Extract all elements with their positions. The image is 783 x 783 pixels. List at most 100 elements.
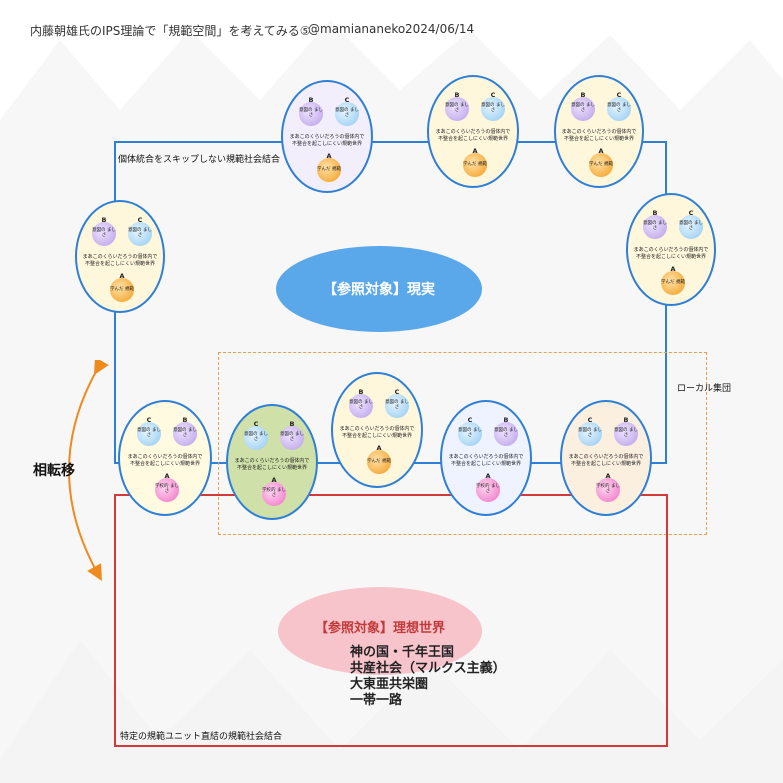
cluster-caption: 不整合を起こしにくい規範世界 <box>636 254 706 260</box>
node-key: A <box>605 472 611 480</box>
node-text: 学校的 ましさ <box>476 484 500 494</box>
page-title: 内藤朝雄氏のIPS理論で「規範空間」を考えてみる⑤ <box>30 24 311 38</box>
node-key: B <box>580 91 586 99</box>
node-b: B 意図の ましさ <box>349 388 373 418</box>
node-text: 意図の ましさ <box>571 103 595 113</box>
node-b: B 意図の ましさ <box>614 416 638 446</box>
cluster-bottom-2: C 意図の ましさ B 意図の ましさまあこのくらいだろうの個体内で不整合を起こしにく… <box>226 404 318 520</box>
node-key: A <box>670 265 676 273</box>
node-text: 意図の ましさ <box>458 428 482 438</box>
node-text: 意図の ましさ <box>128 228 152 238</box>
cluster-caption: まあこのくらいだろうの個体内で <box>234 458 310 464</box>
node-key: C <box>467 416 473 424</box>
red-frame <box>114 494 668 747</box>
node-text: 学校的 ましさ <box>596 484 620 494</box>
ideal-item: 共産社会（マルクス主義） <box>350 661 506 676</box>
node-key: C <box>253 420 259 428</box>
blue-frame-label: 個体統合をスキップしない規範社会結合 <box>118 155 281 165</box>
cluster-caption: 不整合を起こしにくい規範世界 <box>438 136 508 142</box>
ideal-item: 一帯一路 <box>350 693 403 708</box>
node-text: 意図の ましさ <box>335 108 359 118</box>
cluster-caption: まあこのくらいだろうの個体内で <box>82 254 158 260</box>
node-a: A 学んだ 規範 <box>463 147 487 177</box>
node-key: B <box>652 209 658 217</box>
date: 2024/06/14 <box>405 22 475 36</box>
ideal-item: 大東亜共栄圏 <box>350 677 429 692</box>
node-b: B 意図の ましさ <box>173 416 197 446</box>
cluster-caption: 不整合を起こしにくい規範世界 <box>292 141 362 147</box>
node-key: C <box>146 416 152 424</box>
node-text: 意図の ましさ <box>445 103 469 113</box>
phase-transition-arrow <box>68 360 109 581</box>
node-key: A <box>376 444 382 452</box>
node-text: 学んだ 規範 <box>463 161 487 167</box>
node-text: 意図の ましさ <box>614 428 638 438</box>
cluster-caption: まあこのくらいだろうの個体内で <box>127 454 203 460</box>
cluster-caption: 不整合を起こしにくい規範世界 <box>571 461 641 467</box>
ideal-item: 神の国・千年王国 <box>350 645 455 660</box>
cluster-caption: まあこのくらいだろうの個体内で <box>448 454 524 460</box>
node-key: C <box>344 96 350 104</box>
node-c: C 意図の ましさ <box>244 420 268 450</box>
node-text: 学んだ 規範 <box>367 458 391 464</box>
node-key: A <box>164 472 170 480</box>
node-c: C 意図の ましさ <box>335 96 359 126</box>
node-a: A 学んだ 規範 <box>317 152 341 182</box>
node-key: A <box>598 147 604 155</box>
reality-ellipse: 【参照対象】現実 <box>276 246 482 332</box>
local-group-label: ローカル集団 <box>677 384 732 394</box>
cluster-caption: 不整合を起こしにくい規範世界 <box>85 261 155 267</box>
node-text: 学校的 ましさ <box>262 488 286 498</box>
ideal-label: 【参照対象】理想世界 <box>314 620 445 636</box>
node-a: A 学校的 ましさ <box>476 472 500 502</box>
cluster-caption: まあこのくらいだろうの個体内で <box>561 129 637 135</box>
node-text: 学んだ 規範 <box>317 166 341 172</box>
ideal-world-list: 神の国・千年王国 共産社会（マルクス主義） 大東亜共栄圏 一帯一路 <box>350 645 506 709</box>
cluster-caption: まあこのくらいだろうの個体内で <box>633 247 709 253</box>
node-b: B 意図の ましさ <box>92 216 116 246</box>
node-text: 意図の ましさ <box>578 428 602 438</box>
author-handle: @mamiananeko <box>308 22 406 36</box>
node-text: 意図の ましさ <box>349 400 373 410</box>
node-c: C 意図の ましさ <box>137 416 161 446</box>
reality-label: 【参照対象】現実 <box>323 282 435 298</box>
node-text: 意図の ましさ <box>643 221 667 231</box>
node-text: 意図の ましさ <box>299 108 323 118</box>
node-text: 意図の ましさ <box>92 228 116 238</box>
node-text: 学んだ 規範 <box>589 161 613 167</box>
cluster-caption: 不整合を起こしにくい規範世界 <box>237 465 307 471</box>
node-key: B <box>454 91 460 99</box>
node-key: B <box>289 420 295 428</box>
node-text: 意図の ましさ <box>679 221 703 231</box>
node-text: 意図の ましさ <box>607 103 631 113</box>
node-key: B <box>623 416 629 424</box>
node-text: 意図の ましさ <box>137 428 161 438</box>
local-group-frame <box>218 352 707 535</box>
node-text: 学んだ 規範 <box>661 279 685 285</box>
node-text: 意図の ましさ <box>173 428 197 438</box>
node-text: 意図の ましさ <box>244 432 268 442</box>
node-key: A <box>485 472 491 480</box>
node-key: B <box>358 388 364 396</box>
node-key: A <box>326 152 332 160</box>
node-a: A 学んだ 規範 <box>589 147 613 177</box>
node-key: A <box>119 272 125 280</box>
node-key: B <box>101 216 107 224</box>
node-key: B <box>182 416 188 424</box>
node-text: 意図の ましさ <box>280 432 304 442</box>
cluster-caption: 不整合を起こしにくい規範世界 <box>342 433 412 439</box>
node-text: 意図の ましさ <box>494 428 518 438</box>
cluster-caption: 不整合を起こしにくい規範世界 <box>130 461 200 467</box>
node-text: 学んだ 規範 <box>110 286 134 292</box>
node-key: A <box>472 147 478 155</box>
